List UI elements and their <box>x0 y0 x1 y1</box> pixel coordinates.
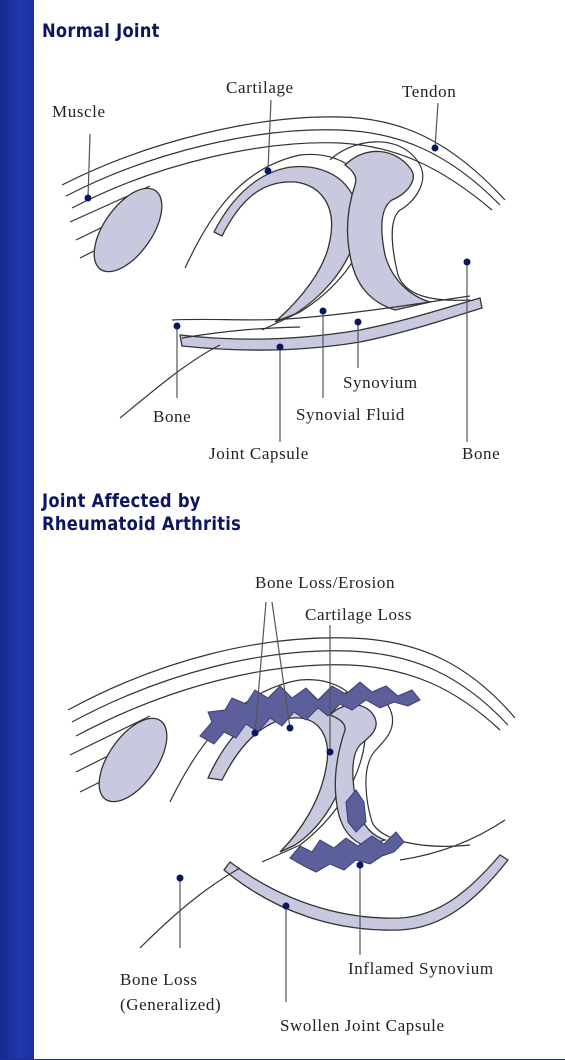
tendon-leader <box>435 103 438 148</box>
cartilage-leader <box>268 100 271 170</box>
muscle-belly <box>81 177 175 283</box>
inflamed-synovium-lower <box>290 832 404 872</box>
affected-bone-shaft-left <box>140 868 240 948</box>
normal-joint-diagram: Muscle Cartilage Tendon Bone Synovium Sy… <box>0 0 565 480</box>
muscle-marker <box>85 195 92 202</box>
bone-loss-erosion-label: Bone Loss/Erosion <box>255 573 395 592</box>
muscle-label: Muscle <box>52 102 106 121</box>
bone-right-label: Bone <box>462 444 500 463</box>
affected-joint-diagram: Bone Loss/Erosion Cartilage Loss Bone Lo… <box>0 540 565 1060</box>
inflamed-synovium-marker <box>357 862 364 869</box>
synovial-fluid-marker <box>320 308 327 315</box>
bone-erosion-marker-1 <box>252 730 259 737</box>
affected-swollen-capsule <box>224 855 508 930</box>
bone-erosion-marker-2 <box>287 725 294 732</box>
joint-capsule-marker <box>277 344 284 351</box>
tendon-label: Tendon <box>402 82 456 101</box>
tendon-marker <box>432 145 439 152</box>
bone-loss-marker <box>177 875 184 882</box>
affected-joint-heading-line2: Rheumatoid Arthritis <box>42 513 241 535</box>
bone-left-label: Bone <box>153 407 191 426</box>
inflamed-synovium-label: Inflamed Synovium <box>348 959 494 978</box>
cartilage-loss-label: Cartilage Loss <box>305 605 412 624</box>
cartilage-loss-marker <box>327 749 334 756</box>
synovial-fluid-label: Synovial Fluid <box>296 405 405 424</box>
bone-right-marker <box>464 259 471 266</box>
affected-bone-shaft-right <box>400 820 505 860</box>
tendon-outer-line <box>62 117 505 200</box>
synovium-marker <box>355 319 362 326</box>
bone-loss-label-line2: (Generalized) <box>120 995 221 1014</box>
muscle-leader <box>88 134 90 198</box>
synovium-label: Synovium <box>343 373 418 392</box>
joint-capsule <box>180 298 482 350</box>
swollen-joint-capsule-label: Swollen Joint Capsule <box>280 1016 445 1035</box>
affected-joint-heading-line1: Joint Affected by <box>42 490 201 512</box>
joint-capsule-label: Joint Capsule <box>209 444 309 463</box>
swollen-capsule-marker <box>283 903 290 910</box>
bone-loss-label-line1: Bone Loss <box>120 970 198 989</box>
lower-cartilage <box>345 151 430 310</box>
cartilage-marker <box>265 168 272 175</box>
cartilage-label: Cartilage <box>226 78 294 97</box>
inflamed-synovium-upper <box>200 682 420 744</box>
bone-left-marker <box>174 323 181 330</box>
